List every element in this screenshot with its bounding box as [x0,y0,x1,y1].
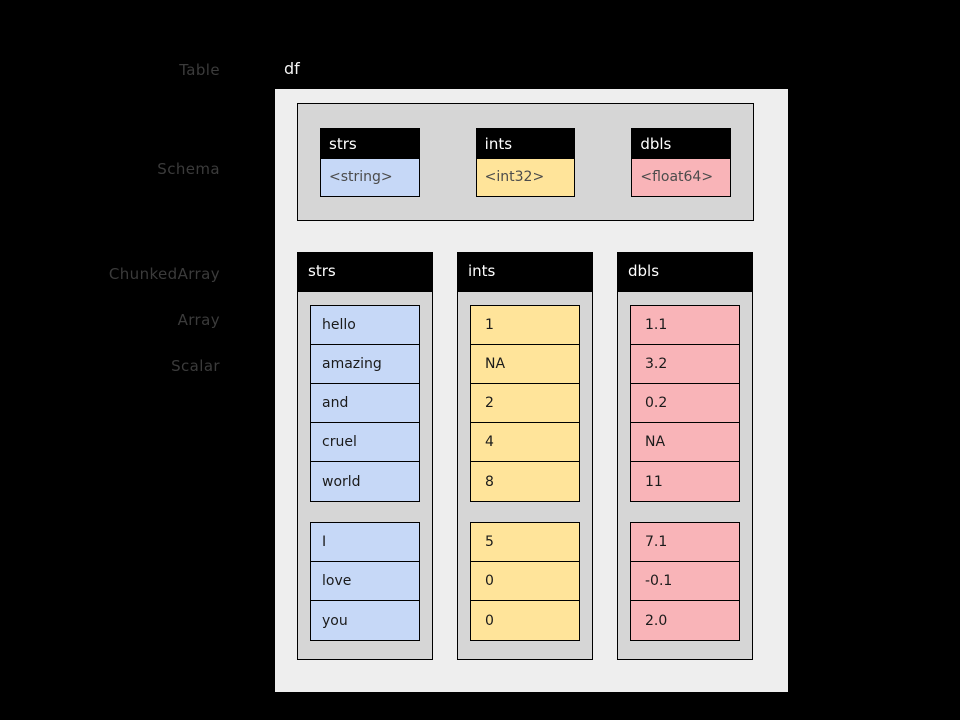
column-header: strs [298,253,432,292]
scalar-cell: love [311,562,419,601]
schema-field-name: strs [321,128,419,159]
label-scalar: Scalar [171,357,220,375]
scalar-cell: 1 [471,306,579,345]
scalar-cell: 1.1 [631,306,739,345]
scalar-cell: NA [631,423,739,462]
scalar-cell: NA [471,345,579,384]
schema-field-type: <float64> [632,158,731,196]
schema-field-type: <int32> [476,158,575,196]
scalar-cell: 0 [471,562,579,601]
schema-panel: strs<string> ints<int32> dbls<float64> [297,103,754,221]
label-table: Table [179,61,220,79]
schema-field: dbls<float64> [631,127,732,197]
scalar-cell: 2 [471,384,579,423]
scalar-cell: 8 [471,462,579,501]
scalar-cell: 7.1 [631,523,739,562]
scalar-cell: cruel [311,423,419,462]
scalar-cell: 0.2 [631,384,739,423]
label-chunked-array: ChunkedArray [108,265,220,283]
schema-field-name: dbls [632,128,731,159]
scalar-cell: amazing [311,345,419,384]
scalar-cell: and [311,384,419,423]
schema-field: strs<string> [320,127,420,197]
scalar-cell: hello [311,306,419,345]
schema-field: ints<int32> [475,127,576,197]
schema-field-name: ints [476,128,575,159]
label-array: Array [177,311,220,329]
scalar-cell: I [311,523,419,562]
column-header: ints [458,253,592,292]
table-name-label: df [284,59,300,78]
column-header: dbls [618,253,752,292]
scalar-cell: 5 [471,523,579,562]
scalar-cell: 0 [471,601,579,640]
table-panel: strs<string>ints<int32>dbls<float64> str… [275,89,788,692]
scalar-cell: 3.2 [631,345,739,384]
scalar-cell: world [311,462,419,501]
schema-field-list: strs<string> ints<int32> dbls<float64> [298,104,753,220]
label-schema: Schema [157,160,220,178]
scalar-cell: 2.0 [631,601,739,640]
schema-field-type: <string> [321,158,419,196]
scalar-cell: 11 [631,462,739,501]
scalar-cell: 4 [471,423,579,462]
scalar-cell: -0.1 [631,562,739,601]
scalar-cell: you [311,601,419,640]
